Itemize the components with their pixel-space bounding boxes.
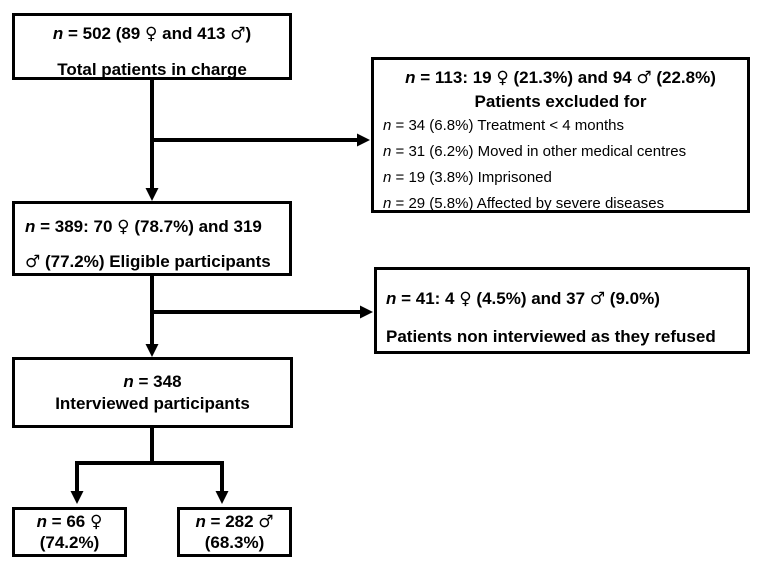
box-female-interviewed: n = 66 ♀ (74.2%)	[12, 507, 127, 557]
box-eligible-participants: n = 389: 70 ♀ (78.7%) and 319 ♂ (77.2%) …	[12, 201, 292, 276]
box-male-interviewed: n = 282 ♂ (68.3%)	[177, 507, 292, 557]
refused-label: Patients non interviewed as they refused	[386, 327, 716, 346]
box-patients-refused: n = 41: 4 ♀ (4.5%) and 37 ♂ (9.0%) Patie…	[374, 267, 750, 354]
arrow-total-to-eligible-head	[145, 188, 159, 201]
box-patients-excluded: n = 113: 19 ♀ (21.3%) and 94 ♂ (22.8%) P…	[371, 57, 750, 213]
box-total-patients: n = 502 (89 ♀ and 413 ♂) Total patients …	[12, 13, 292, 80]
arrow-eligible-to-interviewed-head	[145, 344, 159, 357]
arrow-eligible-to-refused-head	[360, 305, 373, 319]
split-connector	[70, 428, 229, 504]
male-percentage: (68.3%)	[204, 533, 265, 552]
arrow-total-to-excluded-head	[357, 133, 370, 147]
arrow-eligible-to-refused	[150, 305, 373, 319]
excluded-label: Patients excluded for	[474, 92, 647, 111]
interviewed-count: n = 348	[123, 372, 182, 391]
excluded-reason-item: n = 29 (5.8%) Affected by severe disease…	[383, 195, 665, 212]
arrow-split-to-female-head	[70, 491, 84, 504]
excluded-reason-item: n = 19 (3.8%) Imprisoned	[383, 169, 552, 186]
interviewed-label: Interviewed participants	[55, 394, 250, 413]
arrow-total-to-excluded	[150, 133, 370, 147]
eligible-label: ♂ (77.2%) Eligible participants	[25, 252, 271, 272]
female-percentage: (74.2%)	[39, 533, 100, 552]
refused-count: n = 41: 4 ♀ (4.5%) and 37 ♂ (9.0%)	[386, 289, 660, 309]
arrow-split-to-male-head	[215, 491, 229, 504]
excluded-count: n = 113: 19 ♀ (21.3%) and 94 ♂ (22.8%)	[405, 68, 716, 88]
male-count: n = 282 ♂	[195, 512, 274, 532]
female-count: n = 66 ♀	[36, 512, 103, 532]
arrow-eligible-to-interviewed	[145, 276, 159, 357]
excluded-reason-item: n = 34 (6.8%) Treatment < 4 months	[383, 117, 624, 134]
box-interviewed-participants: n = 348 Interviewed participants	[12, 357, 293, 428]
arrow-total-to-eligible	[145, 80, 159, 201]
total-patients-label: Total patients in charge	[57, 60, 247, 79]
excluded-reason-item: n = 31 (6.2%) Moved in other medical cen…	[383, 143, 687, 160]
excluded-reasons-list: n = 34 (6.8%) Treatment < 4 months n = 3…	[374, 113, 747, 217]
eligible-count: n = 389: 70 ♀ (78.7%) and 319	[25, 217, 262, 237]
total-patients-count: n = 502 (89 ♀ and 413 ♂)	[52, 24, 252, 44]
